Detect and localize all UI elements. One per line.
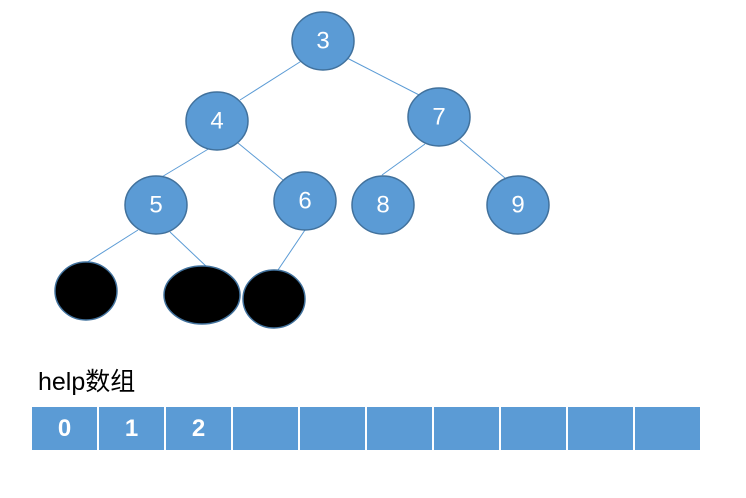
edge-4-6	[237, 142, 284, 181]
tree-node-left-right: 6	[273, 171, 337, 231]
help-array-cell	[233, 407, 300, 450]
help-array-cell: 1	[99, 407, 166, 450]
edge-6-removed	[277, 229, 306, 271]
tree-node-label: 5	[149, 192, 162, 219]
tree-node-label: 4	[210, 108, 223, 135]
tree-node-label: 7	[432, 104, 445, 131]
tree-node-label: 9	[511, 192, 524, 219]
tree-node-label: 6	[298, 188, 311, 215]
help-array-cell	[501, 407, 568, 450]
tree-node-left-left: 5	[124, 175, 188, 235]
edge-7-9	[459, 139, 506, 179]
edge-4-5	[159, 147, 211, 179]
removed-node	[242, 269, 306, 329]
tree-node-root: 3	[291, 11, 355, 71]
tree-node-left: 4	[185, 91, 249, 151]
edge-7-8	[381, 143, 426, 176]
tree-node-right: 7	[407, 87, 471, 147]
removed-node	[163, 265, 241, 325]
help-array-label: help数组	[38, 368, 136, 396]
help-array-cell	[300, 407, 367, 450]
help-array-cell: 0	[32, 407, 99, 450]
tree-node-right-left: 8	[351, 175, 415, 235]
edge-3-4	[239, 59, 304, 101]
tree-diagram: 3 4 7 5 6 8 9	[54, 11, 550, 329]
help-array-cell	[635, 407, 700, 450]
help-array-cell	[568, 407, 635, 450]
tree-node-label: 3	[316, 28, 329, 55]
edge-3-7	[346, 57, 426, 99]
removed-node	[54, 261, 118, 321]
help-array-cell	[434, 407, 501, 450]
tree-node-right-right: 9	[486, 175, 550, 235]
help-array: 0 1 2	[32, 407, 700, 450]
edge-5-removed-right	[169, 231, 209, 269]
help-array-cell	[367, 407, 434, 450]
tree-node-label: 8	[376, 192, 389, 219]
help-array-cell: 2	[166, 407, 233, 450]
